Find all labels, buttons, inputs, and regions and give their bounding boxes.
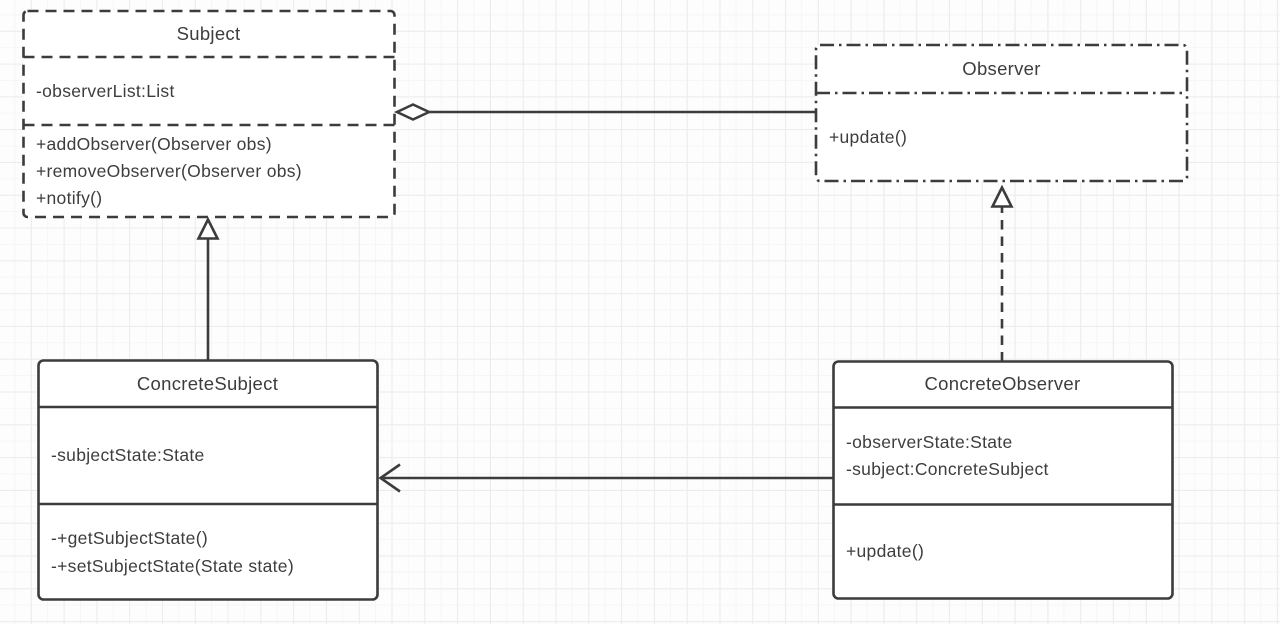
concrete-subject-methods: -+getSubjectState() -+setSubjectState(St… xyxy=(38,504,377,599)
concrete-observer-attribute: -subject:ConcreteSubject xyxy=(846,458,1049,479)
subject-methods: +addObserver(Observer obs) +removeObserv… xyxy=(23,125,394,217)
concrete-subject-method: -+setSubjectState(State state) xyxy=(51,555,294,576)
concrete-observer-class-name: ConcreteObserver xyxy=(924,373,1081,394)
concrete-subject-attributes: -subjectState:State xyxy=(38,407,377,504)
observer-class-name: Observer xyxy=(962,58,1041,79)
subject-method: +removeObserver(Observer obs) xyxy=(36,160,302,181)
concrete-observer-attribute: -observerState:State xyxy=(846,431,1013,452)
subject-attributes: -observerList:List xyxy=(23,57,394,125)
concrete-observer-methods: +update() xyxy=(833,504,1172,598)
concrete-subject-method: -+getSubjectState() xyxy=(51,527,208,548)
observer-method: +update() xyxy=(829,126,908,147)
subject-class-name: Subject xyxy=(176,23,241,44)
concrete-subject-class-name: ConcreteSubject xyxy=(136,372,279,394)
subject-class-shape[interactable] xyxy=(22,9,396,219)
concrete-subject-attribute: -subjectState:State xyxy=(51,445,205,465)
generalization-connector[interactable] xyxy=(196,216,220,361)
subject-attribute: -observerList:List xyxy=(36,80,175,101)
aggregation-connector[interactable] xyxy=(393,103,816,121)
association-connector[interactable] xyxy=(378,463,834,493)
realization-connector[interactable] xyxy=(990,184,1014,362)
subject-method: +addObserver(Observer obs) xyxy=(36,133,272,154)
observer-methods: +update() xyxy=(816,93,1187,181)
subject-method: +notify() xyxy=(36,187,103,208)
concrete-observer-attributes: -observerState:State -subject:ConcreteSu… xyxy=(833,407,1172,504)
concrete-observer-method: +update() xyxy=(846,540,925,561)
